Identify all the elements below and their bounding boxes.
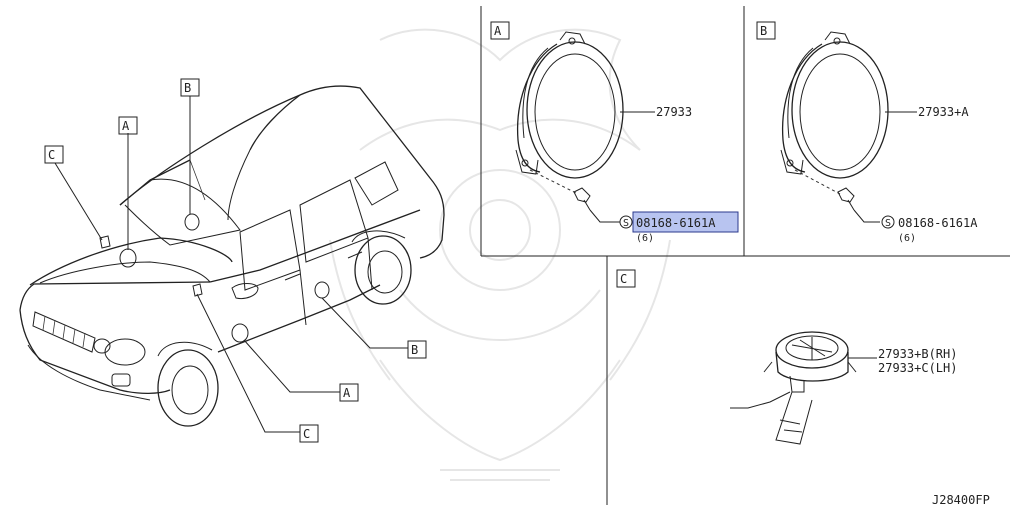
callout-b-label: B	[184, 81, 191, 95]
part-number-27933-a[interactable]: 27933+A	[918, 105, 969, 119]
screw-symbol-circle	[619, 215, 633, 229]
panel-b: B 27933+A S 08168-6161A (6)	[756, 21, 978, 244]
callout-a-label: A	[122, 119, 130, 133]
highlight-part-number	[632, 211, 739, 233]
panel-a-tag[interactable]: A	[490, 21, 510, 40]
speaker-locations	[99, 213, 330, 343]
panel-c-tag-label: C	[620, 272, 627, 286]
callout-a-label: A	[343, 386, 351, 400]
screw-symbol: S	[885, 218, 891, 229]
callout-a-side[interactable]: A	[339, 383, 359, 402]
part-number-08168-6161a[interactable]: 08168-6161A	[636, 216, 716, 230]
part-number-27933-c-lh[interactable]: 27933+C(LH)	[878, 361, 957, 375]
panel-c-tag[interactable]: C	[616, 269, 636, 288]
quantity-label: (6)	[636, 233, 654, 244]
vehicle-illustration	[19, 85, 445, 427]
callout-c-side[interactable]: C	[299, 424, 319, 443]
callout-c-label: C	[48, 148, 55, 162]
screw-symbol-circle	[881, 215, 895, 229]
screw-icon[interactable]	[573, 187, 591, 211]
panel-a: A 27933 S 08168-6161A (6)	[490, 21, 739, 244]
watermark-emblem	[329, 28, 671, 481]
callout-c-label: C	[303, 427, 310, 441]
panel-b-tag-label: B	[760, 24, 767, 38]
screw-symbol: S	[623, 218, 629, 229]
rear-door-speaker[interactable]	[780, 31, 889, 179]
panel-frames	[480, 6, 1010, 505]
screw-icon[interactable]	[837, 187, 855, 211]
panel-c: C 27933+B(RH) 27933+C(LH)	[616, 269, 957, 445]
front-door-speaker[interactable]	[515, 31, 624, 179]
part-number-27933[interactable]: 27933	[656, 105, 692, 119]
part-number-08168-6161a-rear[interactable]: 08168-6161A	[898, 216, 978, 230]
tweeter[interactable]	[730, 331, 857, 445]
callout-c-top[interactable]: C	[44, 145, 64, 164]
vehicle-leader-lines	[54, 96, 408, 433]
callout-a-top[interactable]: A	[118, 116, 138, 135]
callout-b-side[interactable]: B	[407, 340, 427, 359]
panel-a-tag-label: A	[494, 24, 502, 38]
diagram-code: J28400FP	[932, 493, 990, 507]
callout-b-label: B	[411, 343, 418, 357]
grille	[32, 311, 96, 353]
panel-b-tag[interactable]: B	[756, 21, 776, 40]
callout-b-top[interactable]: B	[180, 78, 200, 97]
quantity-label: (6)	[898, 233, 916, 244]
part-number-27933-b-rh[interactable]: 27933+B(RH)	[878, 347, 957, 361]
